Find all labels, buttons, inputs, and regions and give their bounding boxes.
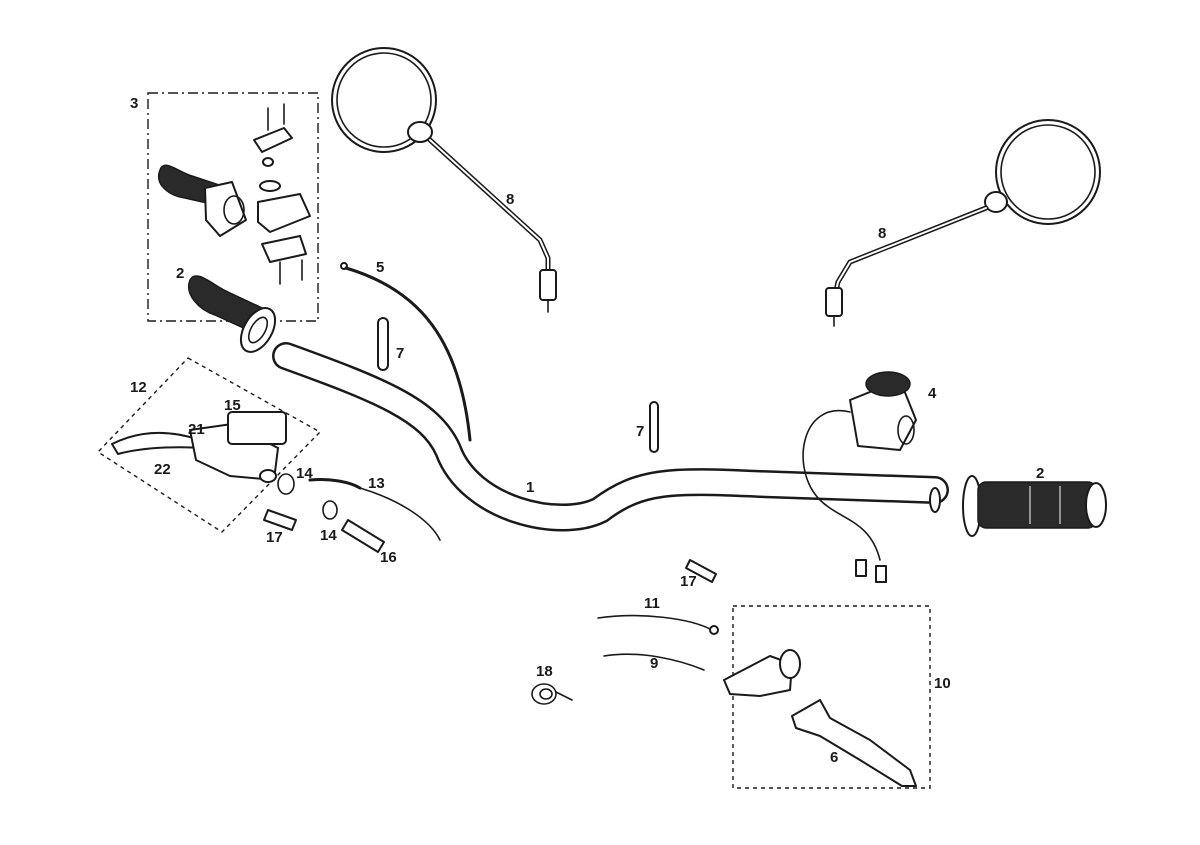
mirror-right xyxy=(825,119,1101,327)
callout-brake-assembly: 12 xyxy=(130,379,147,396)
callout-washer-lower: 14 xyxy=(320,527,337,544)
throttle-assembly xyxy=(157,103,311,285)
cable-11 xyxy=(597,614,713,631)
brake-hose xyxy=(308,478,441,541)
bleeder-left xyxy=(263,509,297,531)
callout-reservoir-cap: 15 xyxy=(224,397,241,414)
brake-master-cylinder xyxy=(111,411,287,483)
callout-handlebar: 1 xyxy=(526,479,534,496)
grip-left xyxy=(187,275,277,353)
washer-upper xyxy=(277,473,295,495)
callout-banjo-bolt: 16 xyxy=(380,549,397,566)
callout-throttle-assembly: 3 xyxy=(130,95,138,112)
clutch-perch xyxy=(723,649,801,697)
callout-brake-lever: 22 xyxy=(154,461,171,478)
callout-cable-11: 11 xyxy=(644,595,660,612)
mirror-left xyxy=(331,47,557,313)
switch-right xyxy=(802,371,917,583)
callout-bleeder-right: 17 xyxy=(680,573,697,590)
callout-mirror-left: 8 xyxy=(506,191,514,208)
callout-grip-left: 2 xyxy=(176,265,184,282)
callout-mirror-right: 8 xyxy=(878,225,886,242)
clip-left xyxy=(377,317,389,371)
bleeder-right xyxy=(685,559,717,583)
clip-right xyxy=(649,401,659,453)
callout-clip-right: 7 xyxy=(636,423,644,440)
clutch-lever xyxy=(791,699,917,787)
clutch-assembly-box xyxy=(732,605,931,789)
callout-master-body: 21 xyxy=(188,421,205,438)
callout-lever-6: 6 xyxy=(830,749,838,766)
cable-9 xyxy=(603,653,705,671)
cable-5 xyxy=(340,262,472,442)
grip-right xyxy=(962,475,1107,537)
callout-bleeder-left: 17 xyxy=(266,529,283,546)
callout-cable-5: 5 xyxy=(376,259,384,276)
callout-cable-9: 9 xyxy=(650,655,658,672)
callout-washer-upper: 14 xyxy=(296,465,313,482)
washer-lower xyxy=(322,500,338,520)
brake-assembly-box xyxy=(96,357,322,533)
callout-grip-right: 2 xyxy=(1036,465,1044,482)
callout-clutch-assembly: 10 xyxy=(934,675,951,692)
callout-hose-13: 13 xyxy=(368,475,385,492)
callout-spring: 18 xyxy=(536,663,553,680)
callout-clip-left: 7 xyxy=(396,345,404,362)
banjo-bolt xyxy=(341,519,385,553)
spring xyxy=(531,683,573,705)
callout-switch-right: 4 xyxy=(928,385,937,402)
handlebar xyxy=(272,342,949,532)
